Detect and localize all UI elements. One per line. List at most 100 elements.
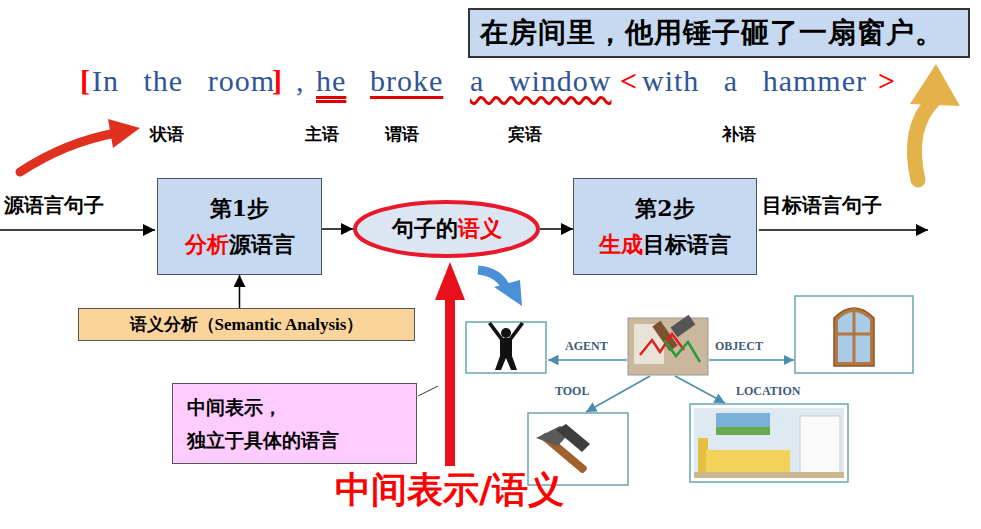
semantics-ellipse: 句子的语义 bbox=[353, 200, 540, 258]
location-picture-part bbox=[800, 416, 840, 474]
node-label: 源语言 bbox=[229, 231, 295, 257]
node-label: 语义分析（Semantic Analysis） bbox=[130, 315, 364, 334]
blue-curved-arrow-part bbox=[494, 280, 522, 306]
agent-picture bbox=[466, 322, 546, 373]
input-arrow bbox=[0, 230, 155, 231]
output-arrow bbox=[759, 230, 928, 231]
big-red-arrow-part bbox=[445, 298, 455, 466]
node-text: 句子的语义 bbox=[392, 214, 502, 244]
node-text: 第2步生成目标语言 bbox=[599, 191, 731, 261]
bracket: < bbox=[620, 64, 637, 98]
text-line: 语义分析（Semantic Analysis） bbox=[130, 313, 364, 336]
input-arrow-part bbox=[0, 229, 155, 231]
bracket: ] bbox=[272, 64, 282, 98]
location-picture-part bbox=[716, 413, 770, 435]
flow-arrow bbox=[239, 275, 241, 308]
agent-picture-part bbox=[501, 328, 511, 338]
text-line: 中间表示， 独立于具体的语言 bbox=[187, 391, 402, 456]
blue-curved-arrow bbox=[478, 270, 522, 306]
grammar-label: 状语 bbox=[150, 123, 184, 146]
agent-picture-part bbox=[466, 322, 546, 373]
output-arrow-part bbox=[759, 229, 928, 231]
red-curved-arrow-part bbox=[20, 133, 116, 172]
flow-arrow bbox=[540, 228, 573, 230]
location-picture bbox=[690, 404, 848, 482]
location-picture-part bbox=[694, 408, 844, 478]
break-picture-part bbox=[640, 334, 684, 355]
text-line: 分析源语言 bbox=[185, 227, 295, 262]
role-lines-part bbox=[586, 376, 650, 412]
leader-line bbox=[418, 386, 438, 396]
text-line: 句子的语义 bbox=[392, 214, 502, 244]
sentence-word: he bbox=[316, 64, 346, 98]
node-label: 在房间里，他用锤子砸了一扇窗户。 bbox=[480, 16, 944, 49]
node-text: 语义分析（Semantic Analysis） bbox=[130, 313, 364, 336]
grammar-label: 谓语 bbox=[385, 123, 419, 146]
grammar-label: 主语 bbox=[305, 123, 339, 146]
red-curved-arrow bbox=[20, 119, 140, 172]
role-lines-part bbox=[675, 376, 725, 403]
text-line: 在房间里，他用锤子砸了一扇窗户。 bbox=[480, 14, 944, 52]
heading-label: 中间表示/语义 bbox=[335, 466, 564, 515]
sentence-word: a window bbox=[470, 64, 611, 98]
window-picture-part bbox=[834, 308, 874, 366]
node-label: 语义 bbox=[458, 215, 502, 241]
grammar-label: 补语 bbox=[722, 123, 756, 146]
big-red-arrow-part bbox=[435, 262, 465, 300]
break-picture bbox=[628, 315, 708, 375]
node-label: 中间表示， 独立于具体的语言 bbox=[187, 396, 339, 450]
location-picture-part bbox=[690, 404, 848, 482]
text-line: 第2步 bbox=[599, 191, 731, 226]
sentence-word: , bbox=[296, 64, 305, 98]
break-picture-part bbox=[664, 340, 700, 362]
gold-curved-arrow bbox=[910, 64, 960, 180]
location-picture-part bbox=[716, 427, 770, 435]
flow-label: 源语言句子 bbox=[4, 192, 104, 219]
role-label: OBJECT bbox=[714, 339, 764, 354]
leader-line-part bbox=[418, 386, 438, 396]
process-box: 第2步生成目标语言 bbox=[573, 178, 757, 275]
role-lines-part bbox=[548, 359, 627, 361]
node-label: 分析 bbox=[185, 231, 229, 257]
text-line: 生成目标语言 bbox=[599, 227, 731, 262]
red-curved-arrow-part bbox=[108, 119, 140, 148]
sentence-word: In the room bbox=[92, 64, 275, 98]
note-box: 中间表示， 独立于具体的语言 bbox=[172, 383, 417, 464]
big-red-arrow bbox=[435, 262, 465, 466]
bracket: [ bbox=[80, 64, 90, 98]
node-text: 第1步分析源语言 bbox=[185, 191, 295, 261]
node-label: 第2步 bbox=[635, 195, 694, 221]
agent-picture-part bbox=[488, 322, 524, 370]
bracket: > bbox=[878, 64, 895, 98]
text-line: 第1步 bbox=[185, 191, 295, 226]
node-label: 第1步 bbox=[210, 195, 269, 221]
hammer-picture-part bbox=[556, 424, 590, 452]
node-label: 生成 bbox=[599, 231, 643, 257]
process-box: 第1步分析源语言 bbox=[157, 178, 322, 275]
flow-label: 目标语言句子 bbox=[762, 192, 882, 219]
node-label: 目标语言 bbox=[643, 231, 731, 257]
window-picture-part bbox=[838, 333, 870, 336]
node-text: 在房间里，他用锤子砸了一扇窗户。 bbox=[480, 14, 944, 52]
role-lines-part bbox=[709, 359, 794, 361]
gold-curved-arrow-part bbox=[914, 100, 934, 180]
grammar-label: 宾语 bbox=[508, 123, 542, 146]
sentence-box: 在房间里，他用锤子砸了一扇窗户。 bbox=[468, 8, 970, 58]
flow-arrow bbox=[322, 228, 353, 230]
role-label: LOCATION bbox=[735, 384, 801, 399]
window-picture-part bbox=[795, 296, 913, 373]
ellipse-shape bbox=[355, 202, 538, 256]
sentence-word: broke bbox=[370, 64, 443, 98]
location-picture-part bbox=[706, 450, 790, 472]
location-picture-part bbox=[694, 472, 844, 478]
window-picture bbox=[795, 296, 913, 373]
node-text: 中间表示， 独立于具体的语言 bbox=[187, 391, 402, 456]
gold-curved-arrow-part bbox=[910, 64, 960, 106]
break-picture-part bbox=[671, 315, 696, 337]
break-picture-part bbox=[628, 318, 708, 375]
role-label: TOOL bbox=[554, 384, 590, 399]
role-label: AGENT bbox=[564, 339, 609, 354]
method-box: 语义分析（Semantic Analysis） bbox=[78, 308, 415, 341]
node-label: 句子的 bbox=[392, 215, 458, 241]
